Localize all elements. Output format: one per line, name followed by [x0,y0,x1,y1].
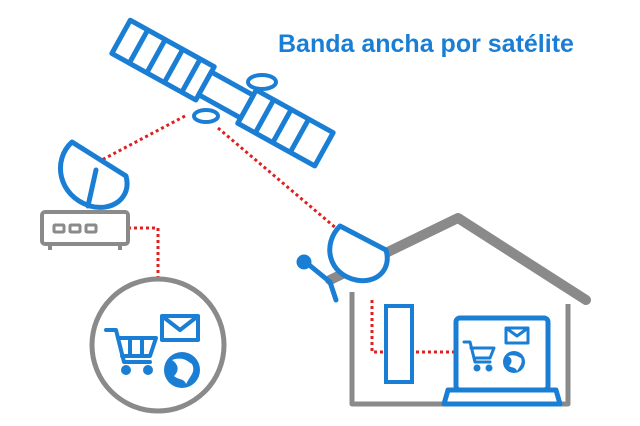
link-modem-to-globe-circle [110,226,160,278]
online-services-circle [89,276,227,414]
link-satellite-to-house-dish [217,126,351,242]
link-router-to-computer [370,300,456,354]
computer-envelope-icon [504,326,530,345]
connection-links [97,114,456,354]
satellite-dish-icon [57,139,130,210]
house-satellite-dish-icon [296,223,390,303]
diagram-title: Banda ancha por satélite [278,30,574,58]
computer-cart-icon [462,340,496,372]
computer-icon [441,315,563,407]
computer-globe-icon [503,351,525,373]
link-satellite-to-dish [97,114,186,164]
router-icon [384,304,414,384]
modem-icon [40,210,130,250]
satellite-icon [109,17,336,169]
globe-icon [164,352,200,388]
shopping-cart-icon [104,328,158,375]
envelope-icon [160,314,200,342]
